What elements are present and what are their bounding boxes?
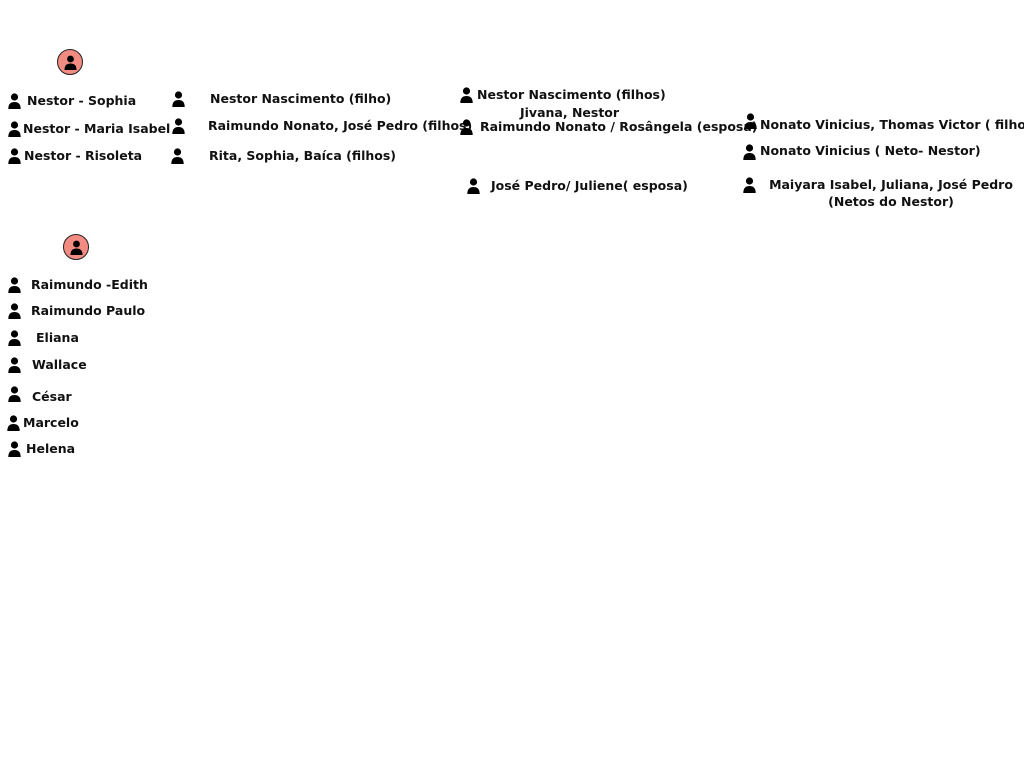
person-icon bbox=[8, 93, 21, 109]
node-label: Eliana bbox=[36, 330, 79, 345]
node-label: Wallace bbox=[32, 357, 87, 372]
person-icon bbox=[70, 240, 83, 255]
node-label: Raimundo Nonato / Rosângela (esposa) bbox=[480, 119, 758, 134]
person-icon bbox=[743, 177, 756, 193]
person-icon bbox=[171, 148, 184, 164]
node-label: Raimundo Nonato, José Pedro (filhos) bbox=[208, 118, 473, 133]
person-icon bbox=[743, 144, 756, 160]
node-label: Nestor - Sophia bbox=[27, 93, 137, 108]
node-label: Raimundo -Edith bbox=[31, 277, 148, 292]
person-icon bbox=[8, 441, 21, 457]
node-label: Nestor - Maria Isabel bbox=[23, 121, 171, 136]
person-icon bbox=[460, 119, 473, 135]
node-label: Nestor - Risoleta bbox=[24, 148, 143, 163]
node-label: Jivana, Nestor bbox=[520, 105, 620, 120]
node-label: Nonato Vinicius, Thomas Victor ( filhos)… bbox=[760, 117, 1024, 132]
person-icon bbox=[8, 148, 21, 164]
person-icon bbox=[8, 277, 21, 293]
person-icon bbox=[8, 330, 21, 346]
person-icon bbox=[7, 415, 20, 431]
node-label: Marcelo bbox=[23, 415, 79, 430]
person-icon bbox=[172, 91, 185, 107]
group-2-hub[interactable] bbox=[63, 234, 89, 260]
node-label: Helena bbox=[26, 441, 76, 456]
node-label: Nestor Nascimento (filhos) bbox=[477, 87, 666, 102]
node-label: César bbox=[32, 389, 72, 404]
person-icon bbox=[8, 121, 21, 137]
node-label: Nestor Nascimento (filho) bbox=[210, 91, 392, 106]
person-icon bbox=[172, 118, 185, 134]
node-label: José Pedro/ Juliene( esposa) bbox=[491, 178, 688, 193]
node-label: Maiyara Isabel, Juliana, José Pedro (Net… bbox=[769, 177, 1013, 209]
person-icon bbox=[460, 87, 473, 103]
node-label: Rita, Sophia, Baíca (filhos) bbox=[209, 148, 397, 163]
person-icon bbox=[8, 303, 21, 319]
node-label: Raimundo Paulo bbox=[31, 303, 146, 318]
group-1-hub[interactable] bbox=[57, 49, 83, 75]
person-icon bbox=[467, 178, 480, 194]
person-icon bbox=[64, 55, 77, 70]
node-label: Nonato Vinicius ( Neto- Nestor) bbox=[760, 143, 981, 158]
person-icon bbox=[744, 113, 757, 129]
person-icon bbox=[8, 386, 21, 402]
person-icon bbox=[8, 357, 21, 373]
